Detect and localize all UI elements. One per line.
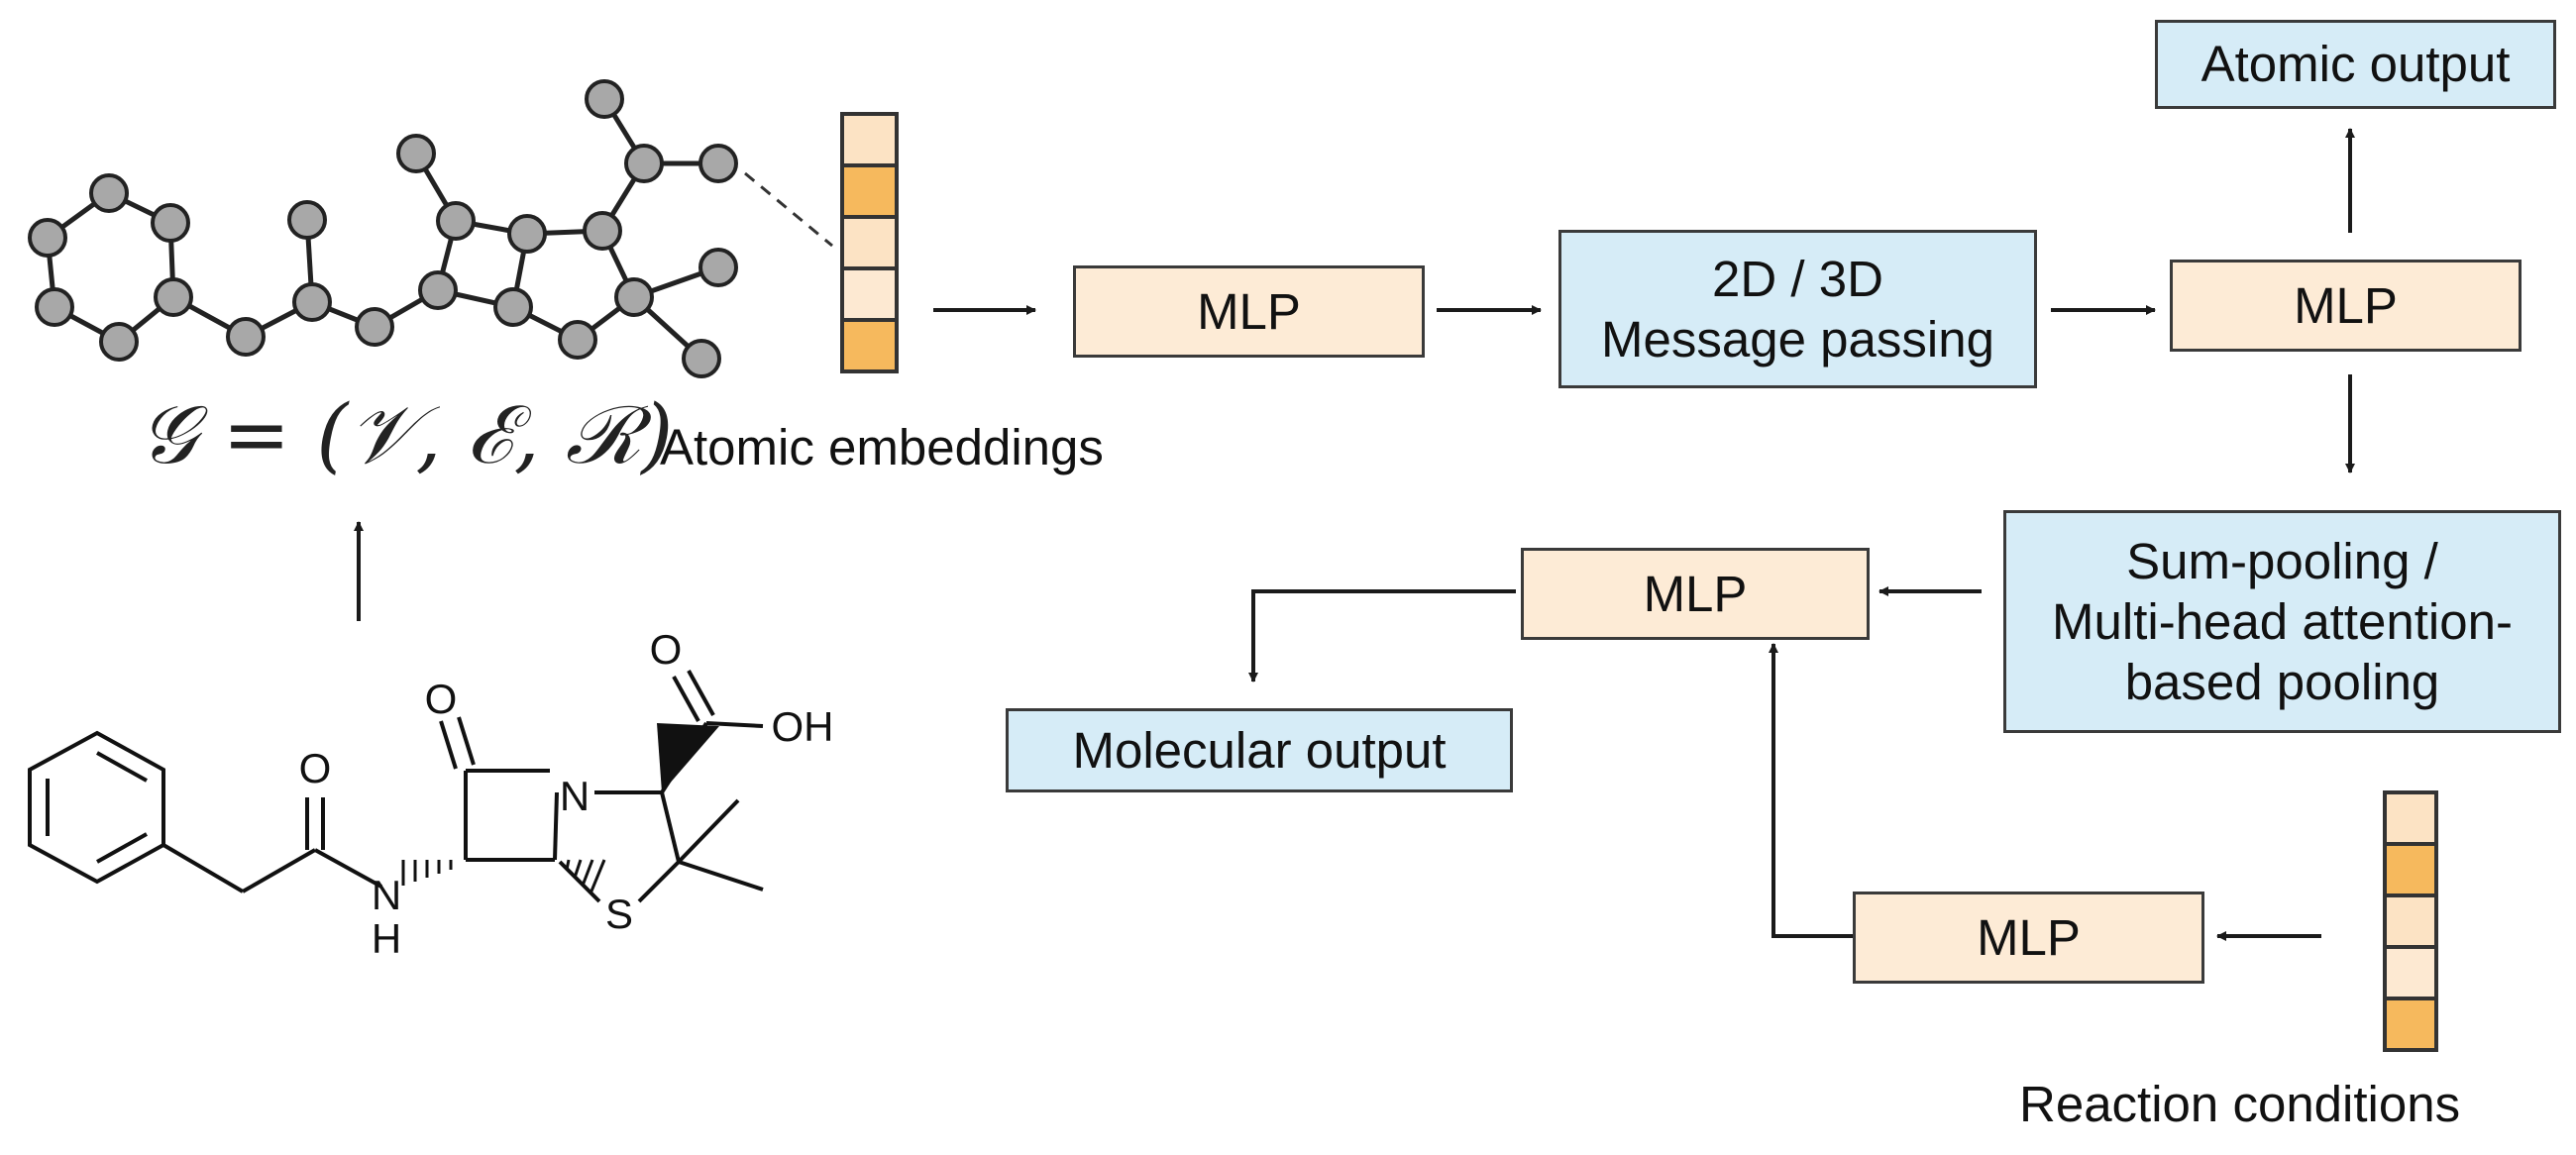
mlp-atomic-label: MLP (2294, 276, 2398, 334)
pooling-box: Sum-pooling / Multi-head attention- base… (2003, 510, 2561, 733)
atom-o-carboxyl: O (650, 626, 683, 673)
atom-n-amide: N (372, 872, 401, 918)
atomic-output-box: Atomic output (2155, 20, 2556, 109)
flow-arrows (354, 128, 2355, 941)
atom-h: H (372, 915, 401, 962)
atom-o-lactam: O (425, 676, 458, 722)
pooling-line1: Sum-pooling / (2126, 532, 2438, 589)
atomic-embedding-vector (840, 112, 899, 373)
reaction-conditions-label: Reaction conditions (2019, 1076, 2461, 1132)
mlp-embedding-box: MLP (1073, 265, 1425, 358)
mlp-molecular-label: MLP (1643, 565, 1748, 622)
graph-nodes (28, 79, 738, 378)
molecular-output-label: Molecular output (1072, 721, 1447, 779)
mlp-embedding-label: MLP (1197, 282, 1301, 340)
atomic-output-label: Atomic output (2200, 36, 2511, 93)
atom-n-ring: N (560, 773, 590, 819)
mlp-molecular-box: MLP (1521, 548, 1870, 640)
graph-formula: 𝒢 = (𝒱, ℰ, ℛ) (139, 388, 674, 482)
penicillin-structure (28, 670, 764, 903)
mlp-atomic-box: MLP (2170, 260, 2522, 352)
penicillin-atom-labels: O O O OH N N H S (299, 626, 834, 962)
atom-oh: OH (772, 703, 834, 750)
message-passing-line1: 2D / 3D (1712, 250, 1883, 307)
dashed-connector (744, 171, 833, 248)
message-passing-line2: Message passing (1601, 311, 1994, 368)
mlp-conditions-box: MLP (1853, 892, 2204, 984)
atom-o-amide: O (299, 745, 332, 791)
atom-s: S (605, 891, 633, 937)
reaction-conditions-vector (2383, 790, 2438, 1052)
pooling-line2: Multi-head attention- (2052, 592, 2513, 650)
message-passing-box: 2D / 3D Message passing (1558, 230, 2037, 388)
atomic-embeddings-label: Atomic embeddings (660, 419, 1104, 475)
molecular-output-box: Molecular output (1006, 708, 1513, 792)
pooling-line3: based pooling (2124, 654, 2440, 711)
mlp-conditions-label: MLP (1977, 908, 2081, 966)
